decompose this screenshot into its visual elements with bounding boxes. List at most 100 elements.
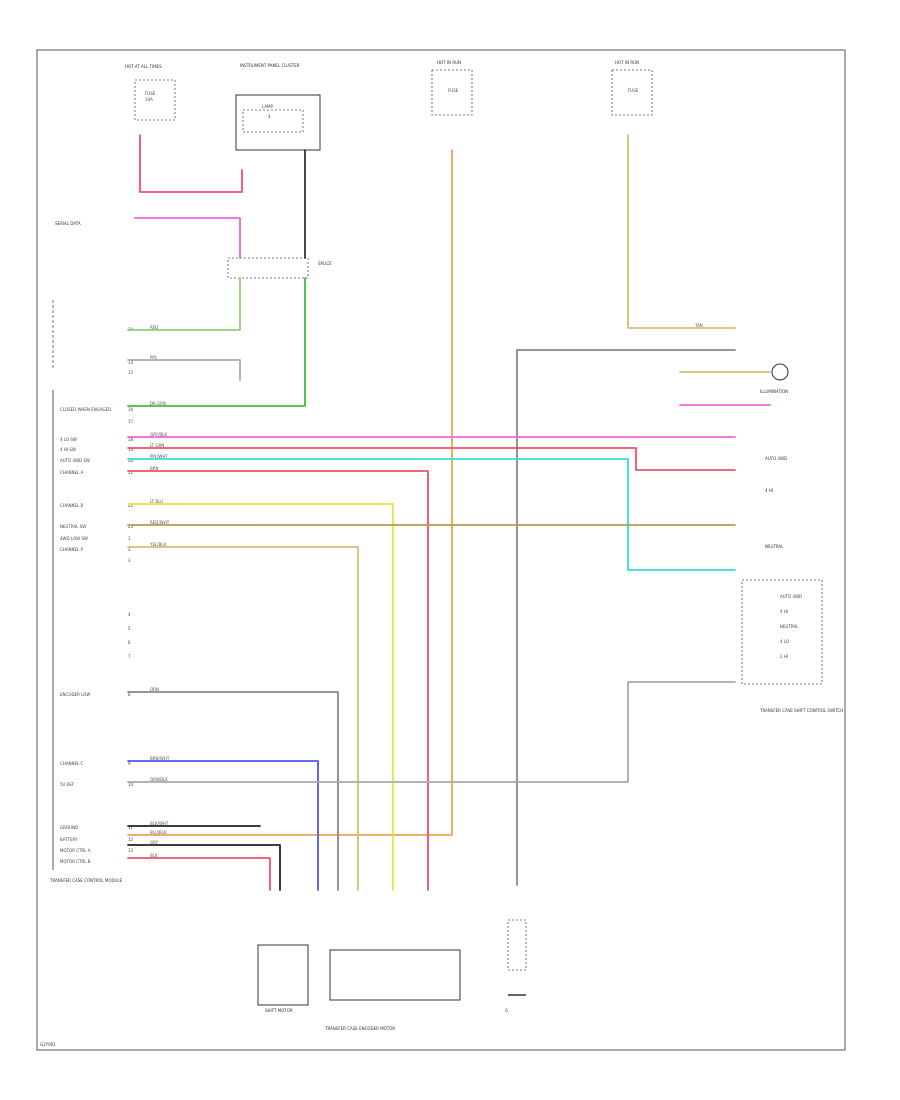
svg-text:LAMP: LAMP (262, 104, 274, 109)
shift-control-switch: TRANSFER CASE SHIFT CONTROL SWITCH AUTO … (741, 579, 843, 713)
svg-text:23: 23 (128, 524, 134, 529)
wire-tan-2 (127, 546, 359, 891)
svg-text:NEUTRAL: NEUTRAL (765, 544, 784, 549)
illumination-indicator: ILLUMINATION (679, 363, 789, 406)
pin-label: MOTOR CTRL A (60, 848, 91, 853)
svg-text:9: 9 (128, 761, 131, 766)
pin-label: 4 LO SW (60, 437, 77, 442)
svg-text:4 LO: 4 LO (780, 639, 789, 644)
svg-text:HOT AT ALL TIMES: HOT AT ALL TIMES (125, 64, 162, 69)
wire-label: BLK/WHT (150, 821, 169, 826)
pin-label: CHANNEL C (60, 761, 84, 766)
fuse-hot-in-run-2: HOT IN RUN FUSE (611, 60, 653, 116)
wire-black-12 (127, 844, 281, 891)
wire-yellow-22 (127, 503, 394, 891)
wire-label: BRN (150, 466, 159, 471)
pin-label: AUTO 4WD SW (60, 458, 90, 463)
svg-text:5: 5 (128, 626, 131, 631)
svg-text:10: 10 (128, 782, 134, 787)
wire-color-labels: RED PPL DK GRN GRY/BLK LT GRN PPL/WHT BR… (149, 323, 703, 858)
wire-gray-14 (127, 359, 241, 381)
pin-label: CHANNEL P (60, 547, 84, 552)
encoder-motor: TRANSFER CASE ENCODER MOTOR (324, 949, 461, 1031)
wire-label: ORN (150, 687, 159, 692)
svg-text:SERIAL DATA: SERIAL DATA (55, 221, 81, 226)
wire-dk-green (127, 277, 306, 407)
wire-black-right (516, 349, 736, 886)
wire-label: RED/WHT (150, 520, 170, 525)
svg-text:20: 20 (128, 458, 134, 463)
svg-text:3: 3 (128, 558, 131, 563)
svg-text:AUTO 4WD: AUTO 4WD (780, 594, 802, 599)
diagram-id: G2Y001 (40, 1042, 56, 1047)
svg-text:TRANSFER CASE ENCODER MOTOR: TRANSFER CASE ENCODER MOTOR (324, 1026, 395, 1031)
wire-pink-top (134, 217, 241, 259)
svg-text:2: 2 (128, 547, 131, 552)
wire-label: PPL/WHT (150, 454, 168, 459)
svg-text:TRANSFER CASE SHIFT CONTROL SW: TRANSFER CASE SHIFT CONTROL SWITCH (759, 708, 843, 713)
svg-text:21: 21 (128, 470, 134, 475)
svg-text:15: 15 (128, 370, 134, 375)
svg-text:14: 14 (128, 360, 134, 365)
svg-text:SPLICE: SPLICE (318, 261, 332, 266)
shift-motor: SHIFT MOTOR (257, 944, 309, 1013)
svg-text:4: 4 (128, 612, 131, 617)
wire-label: BLU/BLK (150, 830, 167, 835)
pin-label: CHANNEL B (60, 503, 84, 508)
wire-tan-right (627, 134, 736, 329)
svg-text:FUSE: FUSE (628, 88, 639, 93)
wire-blue-9 (127, 760, 319, 891)
wire-gray-10 (127, 681, 736, 783)
wire-red-13 (127, 857, 271, 891)
wire-gray-8 (127, 691, 339, 891)
svg-text:4 HI: 4 HI (780, 609, 788, 614)
svg-text:6: 6 (128, 640, 131, 645)
svg-text:18: 18 (128, 437, 134, 442)
svg-text:16: 16 (128, 407, 134, 412)
pin-label: NEUTRAL SW (60, 524, 86, 529)
svg-text:17: 17 (128, 419, 134, 424)
serial-data-splice: SPLICE SERIAL DATA (55, 221, 332, 279)
svg-text:ILLUMINATION: ILLUMINATION (760, 389, 788, 394)
svg-text:FUSE: FUSE (448, 88, 459, 93)
wire-label: YEL/BLK (149, 542, 167, 547)
pin-label: ENCODER LOW (60, 692, 90, 697)
svg-text:G: G (505, 1008, 508, 1013)
pin-label: GROUND (60, 825, 78, 830)
wire-lt-green (127, 277, 241, 331)
wire-red-21 (127, 470, 429, 891)
wire-label: ORN/BLK (150, 777, 168, 782)
pin-label: 5V REF (60, 782, 75, 787)
svg-text:12: 12 (128, 837, 134, 842)
svg-text:22: 22 (128, 503, 134, 508)
svg-text:4: 4 (268, 114, 271, 119)
svg-text:HOT IN RUN: HOT IN RUN (437, 60, 461, 65)
svg-text:19: 19 (128, 447, 134, 452)
svg-text:NEUTRAL: NEUTRAL (780, 624, 799, 629)
svg-text:2 HI: 2 HI (780, 654, 788, 659)
wire-label: BLK (150, 853, 158, 858)
wires (127, 134, 736, 891)
wire-red-fuse (139, 134, 243, 193)
wire-label: GRY/BLK (150, 432, 167, 437)
svg-text:FUSE: FUSE (145, 91, 156, 96)
pin-label: 4 HI SW (60, 447, 76, 452)
pin-label: CLOSED WHEN ENGAGED (60, 407, 111, 412)
transfer-case-control-module: TRANSFER CASE CONTROL MODULE (49, 300, 123, 883)
svg-text:7: 7 (128, 654, 131, 659)
svg-text:13: 13 (128, 848, 134, 853)
wire-orange (127, 149, 453, 836)
svg-text:TRANSFER CASE CONTROL MODULE: TRANSFER CASE CONTROL MODULE (49, 878, 123, 883)
diagram-border (36, 49, 846, 1051)
svg-text:AUTO 4WD: AUTO 4WD (765, 456, 787, 461)
wire-label: BRN/WHT (150, 756, 170, 761)
wire-label: LT GRN (150, 443, 164, 448)
svg-text:INSTRUMENT PANEL CLUSTER: INSTRUMENT PANEL CLUSTER (240, 63, 300, 68)
wire-label: LT BLU (150, 499, 163, 504)
pin-label: 4WD LOW SW (60, 536, 88, 541)
fuse-hot-at-all-times: HOT AT ALL TIMES FUSE 10A (125, 64, 176, 121)
svg-text:HOT IN RUN: HOT IN RUN (615, 60, 639, 65)
wire-cyan-20 (127, 458, 736, 571)
svg-text:SHIFT MOTOR: SHIFT MOTOR (265, 1008, 293, 1013)
